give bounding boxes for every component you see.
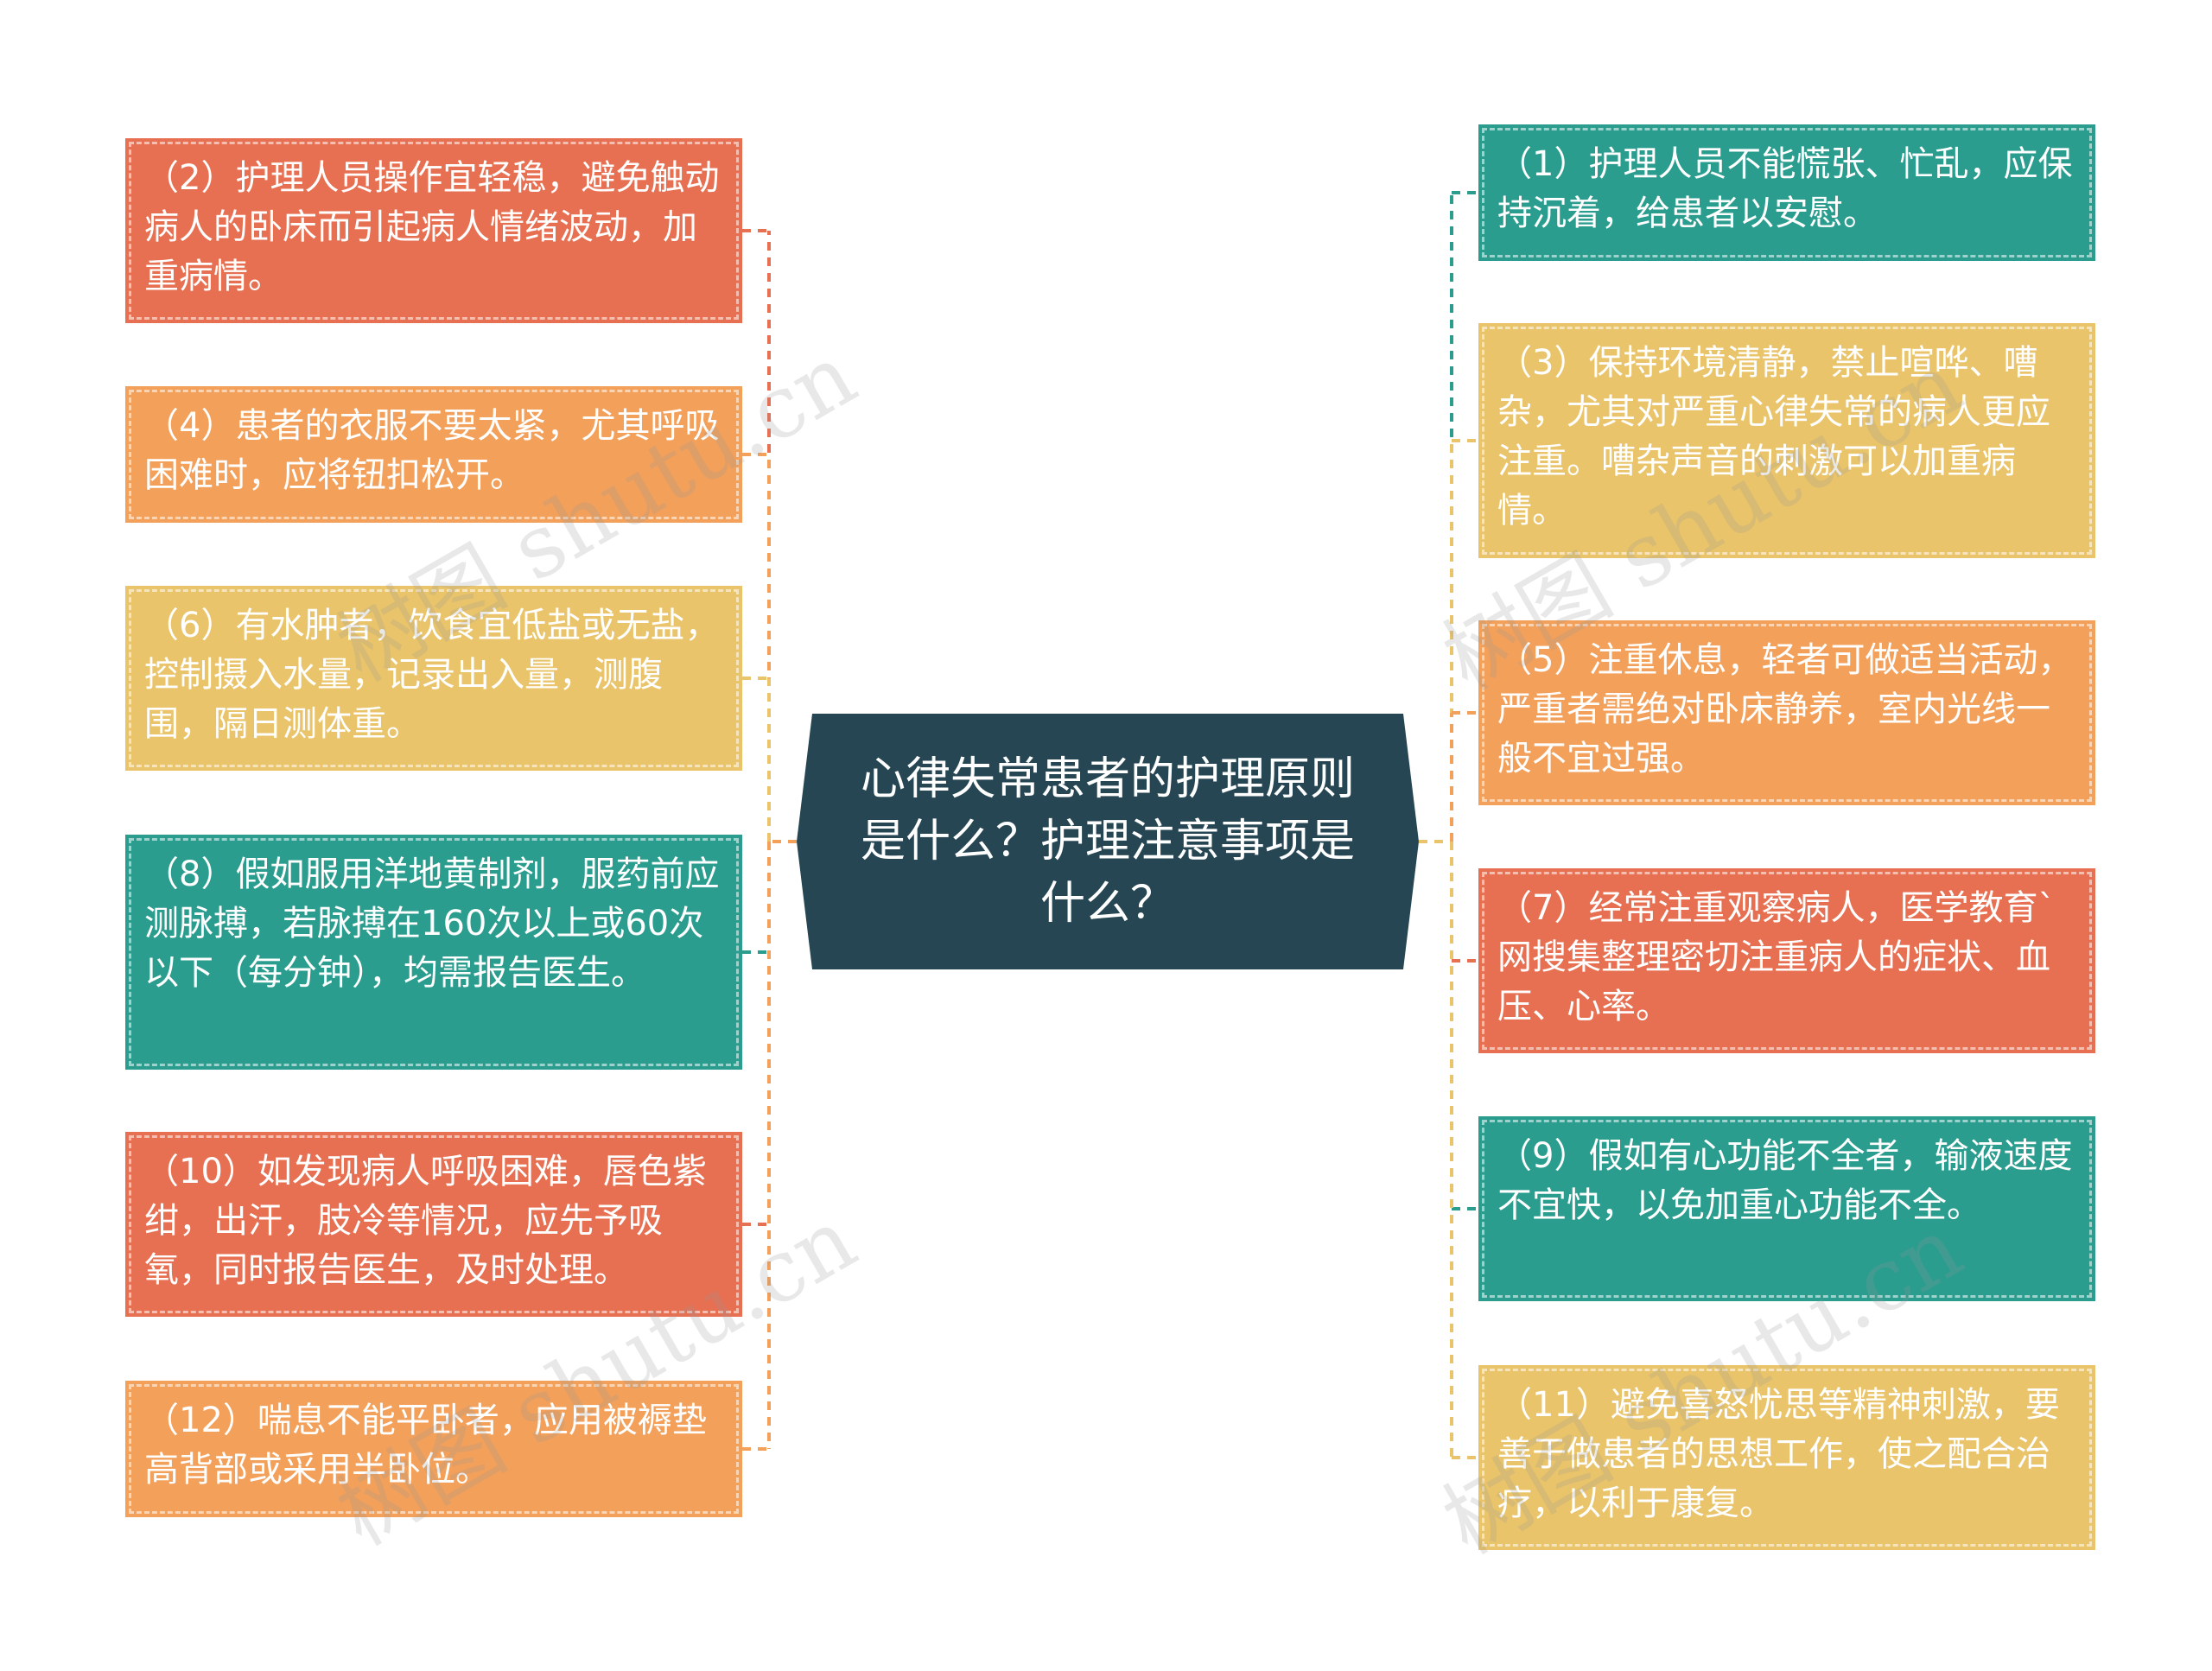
right-node-3[interactable]: （3）保持环境清静，禁止喧哗、嘈杂，尤其对严重心律失常的病人更应注重。嘈杂声音的… xyxy=(1478,323,2095,558)
left-node-4[interactable]: （4）患者的衣服不要太紧，尤其呼吸困难时，应将钮扣松开。 xyxy=(125,386,742,523)
left-node-4-text: （4）患者的衣服不要太紧，尤其呼吸困难时，应将钮扣松开。 xyxy=(144,406,720,495)
left-node-6-text: （6）有水肿者，饮食宜低盐或无盐，控制摄入水量，记录出入量，测腹围，隔日测体重。 xyxy=(144,606,720,744)
left-node-2-text: （2）护理人员操作宜轻稳，避免触动病人的卧床而引起病人情绪波动，加重病情。 xyxy=(144,158,720,296)
right-node-7[interactable]: （7）经常注重观察病人，医学教育`网搜集整理密切注重病人的症状、血压、心率。 xyxy=(1478,868,2095,1053)
left-node-10[interactable]: （10）如发现病人呼吸困难，唇色紫绀，出汗，肢冷等情况，应先予吸氧，同时报告医生… xyxy=(125,1132,742,1317)
central-topic[interactable]: 心律失常患者的护理原则是什么？护理注意事项是什么？ xyxy=(797,714,1419,969)
right-node-11-text: （11）避免喜怒忧思等精神刺激，要善于做患者的思想工作，使之配合治疗，以利于康复… xyxy=(1497,1385,2060,1523)
right-node-5[interactable]: （5）注重休息，轻者可做适当活动，严重者需绝对卧床静养，室内光线一般不宜过强。 xyxy=(1478,620,2095,805)
left-node-12[interactable]: （12）喘息不能平卧者，应用被褥垫高背部或采用半卧位。 xyxy=(125,1381,742,1517)
left-node-2[interactable]: （2）护理人员操作宜轻稳，避免触动病人的卧床而引起病人情绪波动，加重病情。 xyxy=(125,138,742,323)
central-topic-text: 心律失常患者的护理原则是什么？护理注意事项是什么？ xyxy=(860,753,1355,930)
left-node-12-text: （12）喘息不能平卧者，应用被褥垫高背部或采用半卧位。 xyxy=(144,1401,707,1490)
left-node-10-text: （10）如发现病人呼吸困难，唇色紫绀，出汗，肢冷等情况，应先予吸氧，同时报告医生… xyxy=(144,1152,707,1290)
left-node-8-text: （8）假如服用洋地黄制剂，服药前应测脉搏，若脉搏在160次以上或60次以下（每分… xyxy=(144,855,720,993)
right-node-1-text: （1）护理人员不能慌张、忙乱，应保持沉着，给患者以安慰。 xyxy=(1497,144,2073,233)
left-node-6[interactable]: （6）有水肿者，饮食宜低盐或无盐，控制摄入水量，记录出入量，测腹围，隔日测体重。 xyxy=(125,586,742,771)
right-node-3-text: （3）保持环境清静，禁止喧哗、嘈杂，尤其对严重心律失常的病人更应注重。嘈杂声音的… xyxy=(1497,343,2050,531)
right-node-1[interactable]: （1）护理人员不能慌张、忙乱，应保持沉着，给患者以安慰。 xyxy=(1478,124,2095,261)
right-node-9[interactable]: （9）假如有心功能不全者，输液速度不宜快，以免加重心功能不全。 xyxy=(1478,1116,2095,1301)
right-node-9-text: （9）假如有心功能不全者，输液速度不宜快，以免加重心功能不全。 xyxy=(1497,1136,2073,1225)
left-node-8[interactable]: （8）假如服用洋地黄制剂，服药前应测脉搏，若脉搏在160次以上或60次以下（每分… xyxy=(125,835,742,1070)
right-node-7-text: （7）经常注重观察病人，医学教育`网搜集整理密切注重病人的症状、血压、心率。 xyxy=(1497,888,2056,1026)
right-node-5-text: （5）注重休息，轻者可做适当活动，严重者需绝对卧床静养，室内光线一般不宜过强。 xyxy=(1497,640,2073,778)
right-node-11[interactable]: （11）避免喜怒忧思等精神刺激，要善于做患者的思想工作，使之配合治疗，以利于康复… xyxy=(1478,1365,2095,1550)
